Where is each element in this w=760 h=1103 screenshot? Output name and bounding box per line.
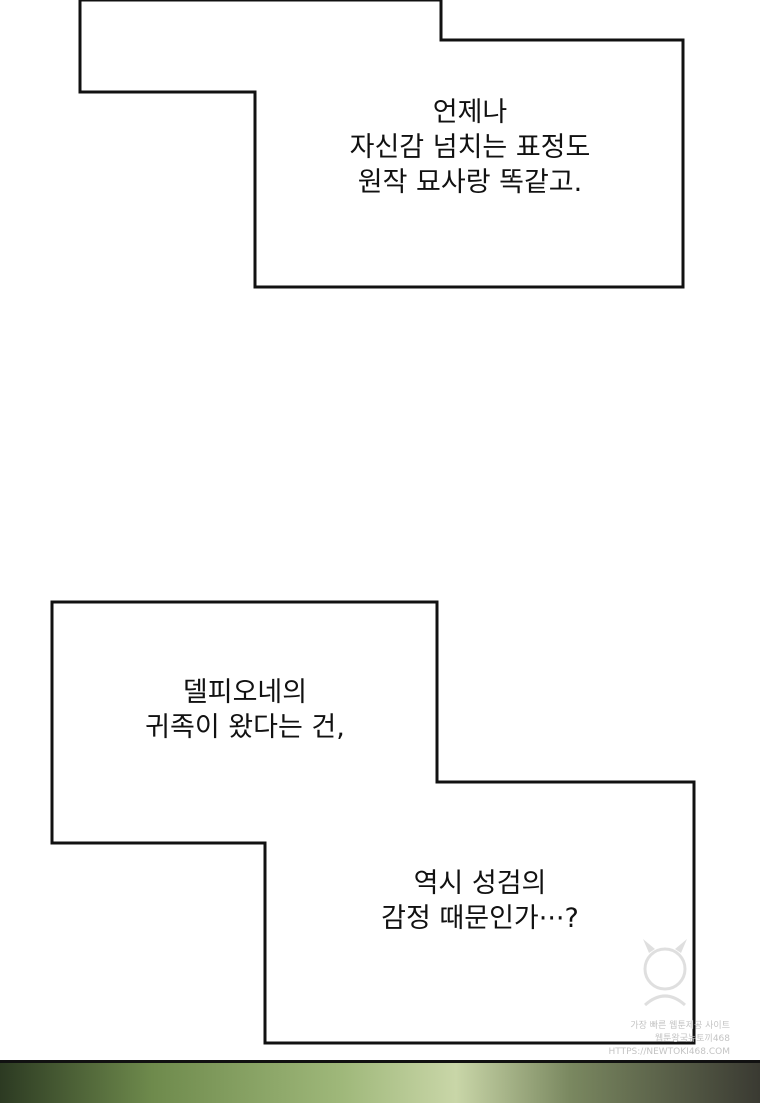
- narration-text-2: 델피오네의 귀족이 왔다는 건,: [145, 677, 345, 743]
- watermark-url: HTTPS://NEWTOKI468.COM: [608, 1047, 730, 1057]
- site-watermark: 가장 빠른 웹툰제공 사이트 웹툰왕국뉴토끼468 HTTPS://NEWTOK…: [590, 1020, 730, 1059]
- next-panel-artwork: [0, 1060, 760, 1103]
- narration-box-2: [50, 600, 696, 1045]
- narration-text-1: 언제나 자신감 넘치는 표정도 원작 묘사랑 똑같고.: [349, 97, 591, 198]
- narration-box-1: [78, 0, 685, 289]
- narration-text-3: 역시 성검의 감정 때문인가···?: [381, 868, 579, 934]
- watermark-line-2: 웹툰왕국뉴토끼468: [654, 1034, 730, 1044]
- watermark-line-1: 가장 빠른 웹툰제공 사이트: [630, 1021, 730, 1031]
- watermark-mascot-icon: [643, 939, 687, 1007]
